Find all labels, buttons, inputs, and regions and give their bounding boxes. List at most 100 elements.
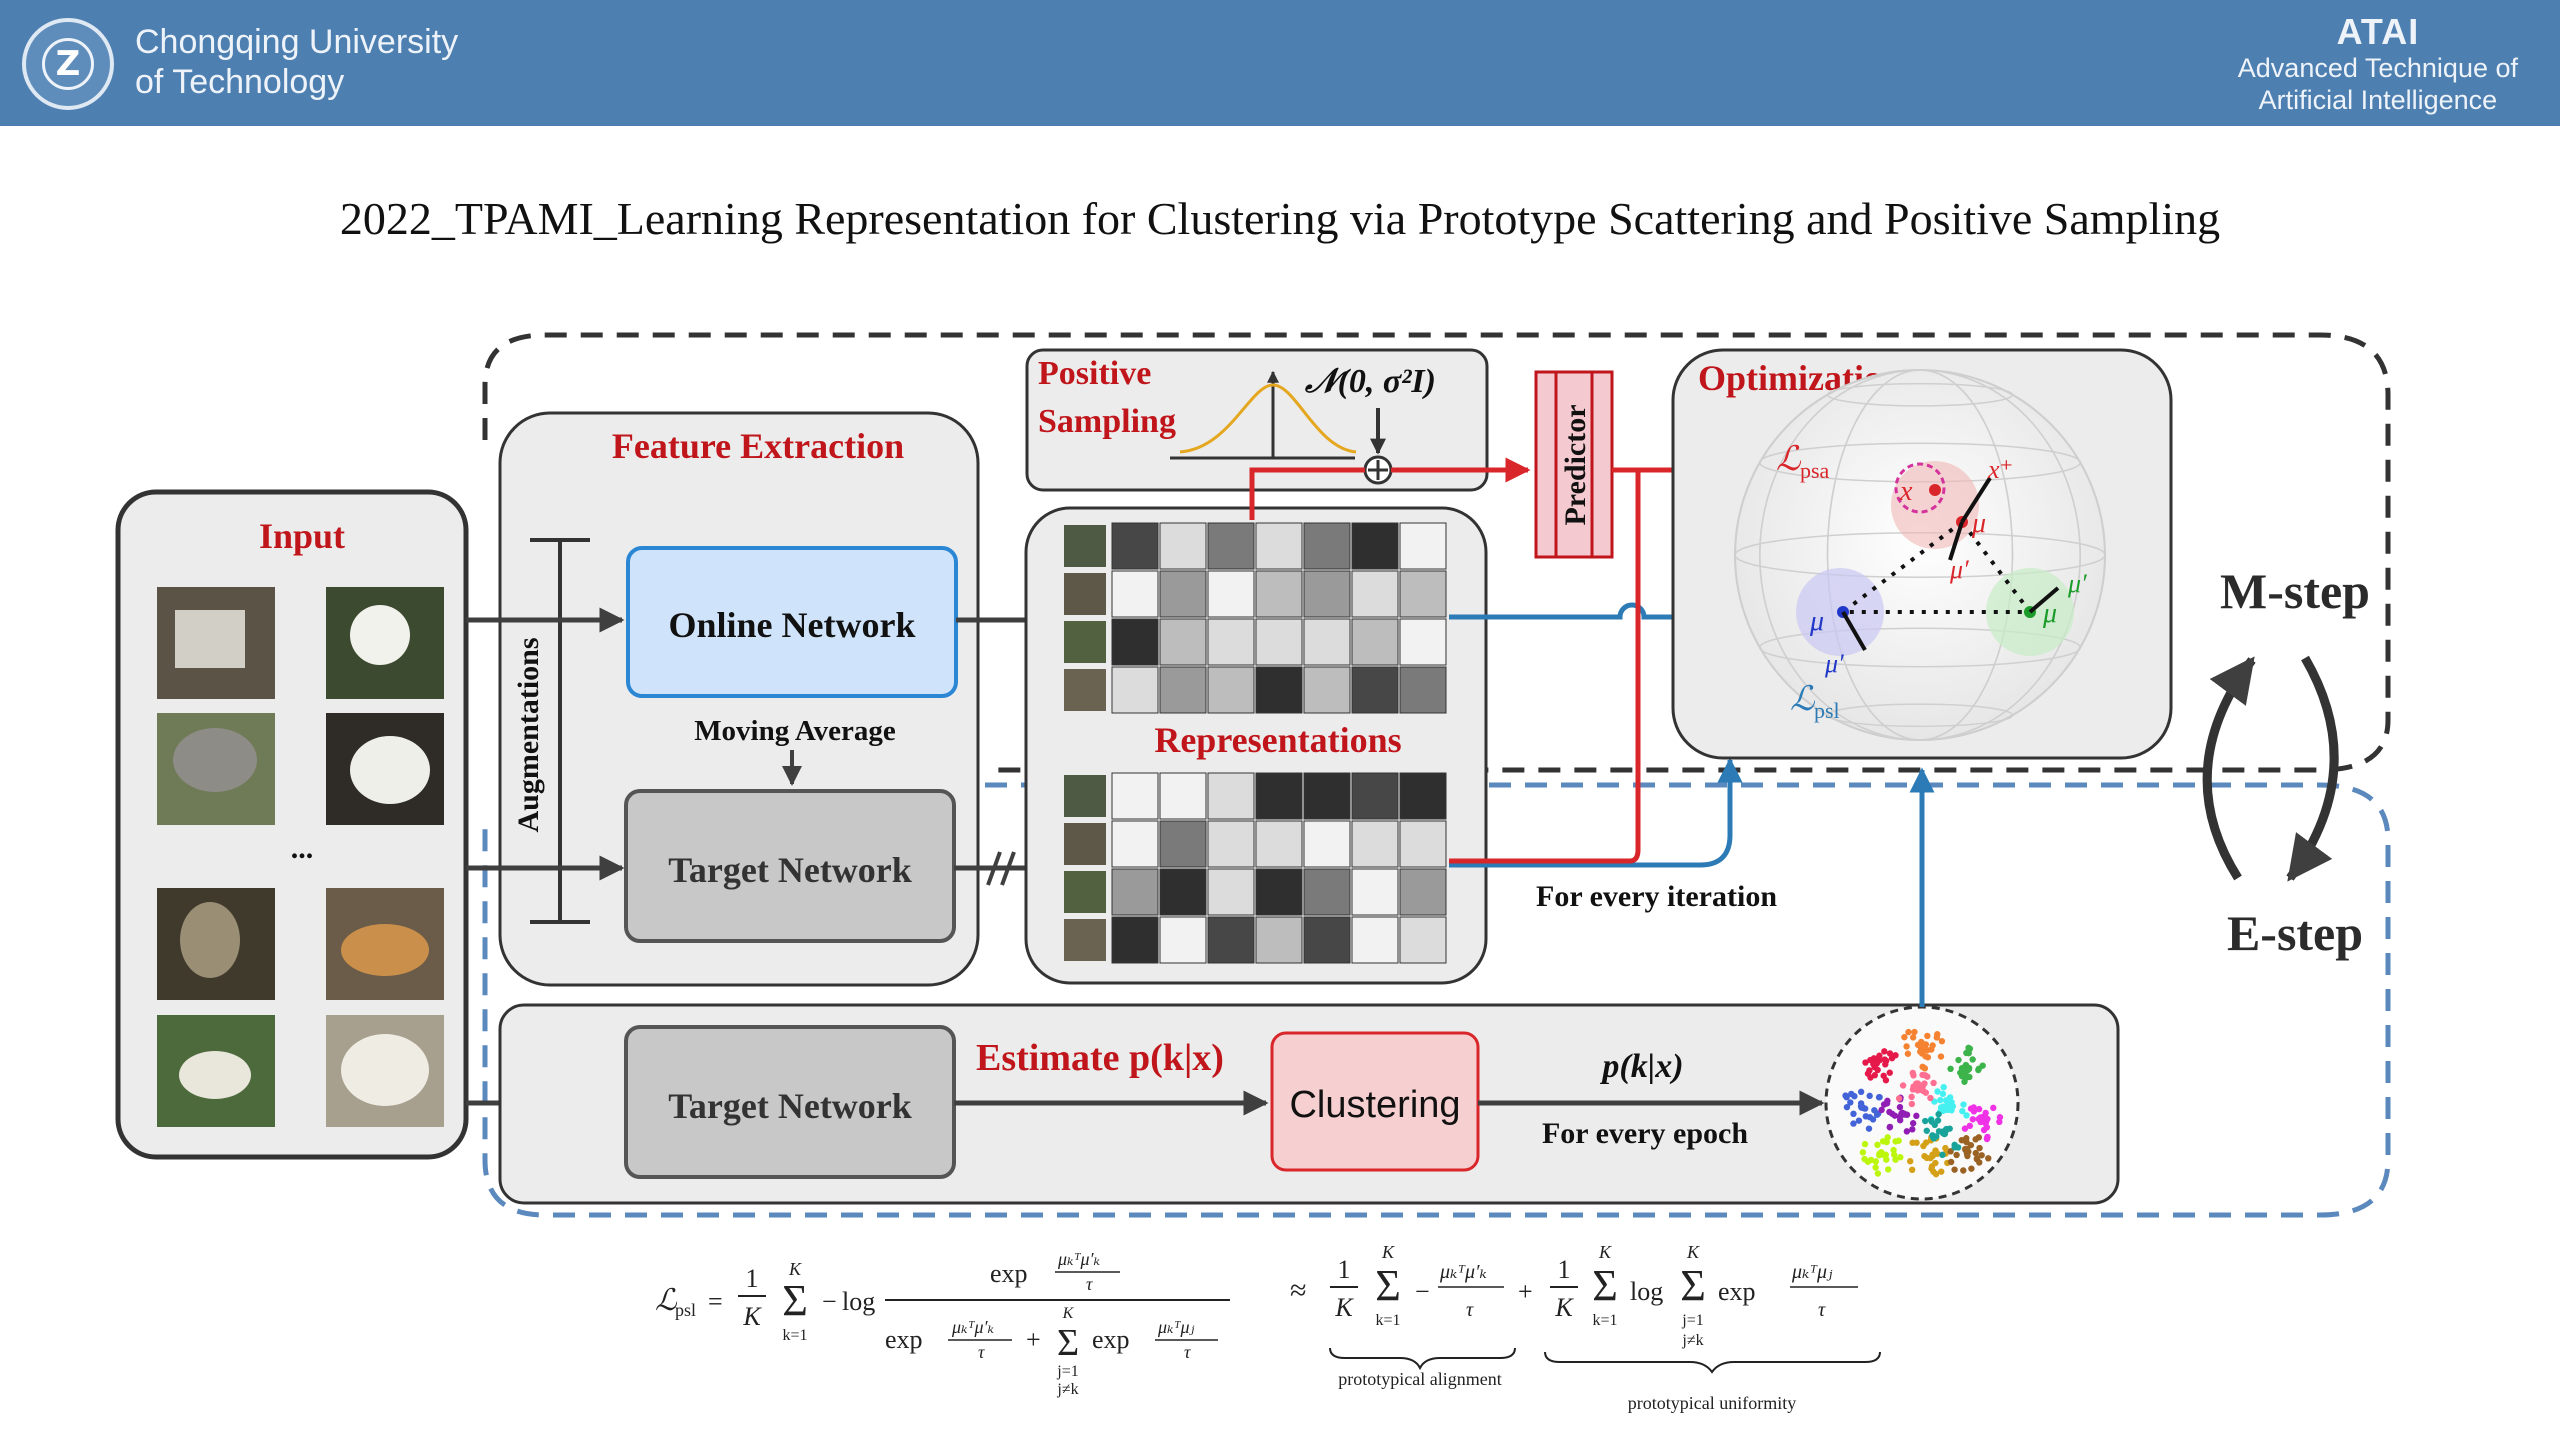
formula-den-jnk: j≠k xyxy=(1056,1381,1078,1398)
input-label: Input xyxy=(259,516,345,556)
matrix-cell xyxy=(1255,916,1303,964)
matrix-cell xyxy=(1303,618,1351,666)
clustering-label: Clustering xyxy=(1289,1084,1460,1126)
formula-one-3: 1 xyxy=(1558,1255,1571,1284)
positive-sampling-line-2: Sampling xyxy=(1038,403,1176,440)
matrix-cell xyxy=(1255,570,1303,618)
matrix-cell xyxy=(1351,820,1399,868)
formula-k1-1: k=1 xyxy=(782,1327,807,1344)
representations-label: Representations xyxy=(1154,720,1401,760)
for-every-epoch-label: For every epoch xyxy=(1542,1117,1748,1150)
matrix-cell xyxy=(1399,916,1447,964)
x-plus-label: x⁺ xyxy=(1987,455,2013,484)
formula-K-2: K xyxy=(1334,1293,1354,1322)
svg-text:ℒ: ℒ xyxy=(655,1284,678,1317)
matrix-cell xyxy=(1159,820,1207,868)
brace-label-alignment: prototypical alignment xyxy=(1338,1369,1501,1389)
svg-text:ℒ: ℒ xyxy=(1776,441,1802,478)
gaussian-label: 𝒩(0, σ²I) xyxy=(1304,363,1436,400)
formula-den-tau-2: τ xyxy=(1184,1342,1191,1362)
formula-sum-3: Σ xyxy=(1592,1261,1618,1310)
matrix-cell xyxy=(1111,820,1159,868)
matrix-cell xyxy=(1159,916,1207,964)
formula-j1-2: j=1 xyxy=(1681,1312,1703,1329)
matrix-cell xyxy=(1111,772,1159,820)
matrix-cell xyxy=(1399,666,1447,714)
matrix-cell xyxy=(1351,570,1399,618)
formula-K-1: K xyxy=(742,1302,762,1331)
target-network-label: Target Network xyxy=(668,850,912,890)
formula-num-tau: τ xyxy=(1086,1274,1093,1294)
matrix-cell xyxy=(1159,618,1207,666)
formula-K-sum-3: K xyxy=(1598,1242,1612,1262)
input-ellipsis: ... xyxy=(291,832,314,865)
formula-unif-mu: μₖᵀμⱼ xyxy=(1791,1261,1833,1283)
matrix-cell xyxy=(1159,522,1207,570)
moving-average-label: Moving Average xyxy=(694,715,896,747)
matrix-cell xyxy=(1351,916,1399,964)
atai-line-2: Artificial Intelligence xyxy=(2258,85,2498,115)
add-operator-icon xyxy=(1363,455,1393,485)
formula-log-2: log xyxy=(1630,1277,1663,1306)
matrix-cell xyxy=(1351,868,1399,916)
formula-K-3: K xyxy=(1554,1293,1574,1322)
matrix-cell xyxy=(1111,522,1159,570)
mu-prime-label-blue: μ′ xyxy=(1824,649,1844,678)
formula-approx: ≈ xyxy=(1290,1274,1306,1307)
matrix-cell xyxy=(1159,772,1207,820)
matrix-cell xyxy=(1207,868,1255,916)
online-network-label: Online Network xyxy=(669,605,916,645)
formula-den-mu-2: μₖᵀμⱼ xyxy=(1157,1317,1195,1337)
matrix-cell xyxy=(1255,666,1303,714)
matrix-cell xyxy=(1303,820,1351,868)
matrix-cell xyxy=(1255,618,1303,666)
formula-den-sum: Σ xyxy=(1057,1322,1079,1364)
mu-label-blue: μ xyxy=(1809,606,1824,637)
formula-num-mu: μₖᵀμ′ₖ xyxy=(1057,1249,1101,1269)
matrix-cell xyxy=(1303,772,1351,820)
matrix-cell xyxy=(1351,666,1399,714)
matrix-cell xyxy=(1351,618,1399,666)
matrix-cell xyxy=(1255,820,1303,868)
header-bar: Z Chongqing University of Technology ATA… xyxy=(0,0,2560,126)
matrix-cell xyxy=(1207,666,1255,714)
formula-sum-1: Σ xyxy=(782,1276,808,1325)
matrix-cell xyxy=(1399,570,1447,618)
matrix-cell xyxy=(1399,618,1447,666)
matrix-cell xyxy=(1255,772,1303,820)
representation-matrix-target xyxy=(1111,772,1447,964)
formula-minus-1: − xyxy=(822,1287,837,1316)
formula-den-j1: j=1 xyxy=(1056,1363,1078,1380)
matrix-cell xyxy=(1399,820,1447,868)
page-title: 2022_TPAMI_Learning Representation for C… xyxy=(339,193,2221,244)
matrix-cell xyxy=(1303,868,1351,916)
formula-den-exp-1: exp xyxy=(885,1325,923,1354)
atai-logo-text: ATAI xyxy=(2336,11,2420,52)
em-cycle-arrows xyxy=(2202,655,2339,882)
university-name: Chongqing University of Technology xyxy=(135,22,458,102)
mu-label-red: μ xyxy=(1971,508,1986,539)
formula-jnk-2: j≠k xyxy=(1681,1332,1703,1349)
matrix-cell xyxy=(1303,666,1351,714)
matrix-cell xyxy=(1207,772,1255,820)
matrix-cell xyxy=(1351,772,1399,820)
formula-K-sum-2: K xyxy=(1381,1242,1395,1262)
loss-formula: ℒ psl = 1 K K Σ k=1 log − exp μₖᵀμ′ₖ τ e… xyxy=(655,1242,1881,1413)
matrix-cell xyxy=(1303,570,1351,618)
svg-text:ℒ: ℒ xyxy=(1790,681,1816,718)
formula-exp-3: exp xyxy=(1718,1277,1756,1306)
cluster-visualization xyxy=(1824,1005,2020,1201)
formula-num-exp: exp xyxy=(990,1259,1028,1288)
svg-text:psl: psl xyxy=(1814,698,1840,723)
formula-minus-2: − xyxy=(1415,1277,1430,1306)
predictor-label: Predictor xyxy=(1559,404,1592,525)
brace-label-uniformity: prototypical uniformity xyxy=(1628,1393,1796,1413)
augmentations-bracket xyxy=(530,538,590,924)
matrix-cell xyxy=(1207,820,1255,868)
matrix-cell xyxy=(1207,570,1255,618)
mu-prime-label-green: μ′ xyxy=(2067,569,2087,598)
formula-den-K: K xyxy=(1062,1305,1075,1322)
formula-k1-3: k=1 xyxy=(1592,1312,1617,1329)
formula-den-mu-1: μₖᵀμ′ₖ xyxy=(951,1317,995,1337)
positive-sampling-line-1: Positive xyxy=(1038,355,1151,392)
